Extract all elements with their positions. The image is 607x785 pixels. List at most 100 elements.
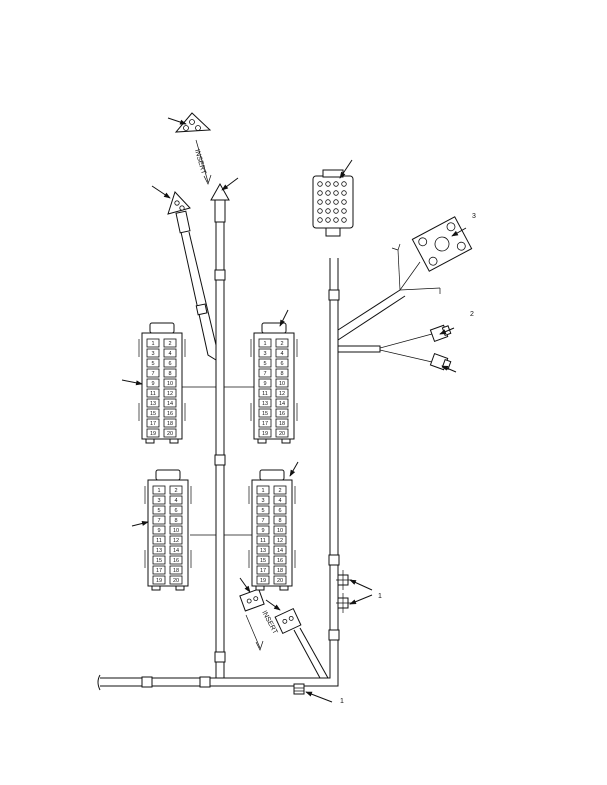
pin-label: 2: [174, 488, 177, 494]
pin-label: 11: [156, 538, 162, 544]
pin-label: 10: [173, 528, 179, 534]
insert-arrow-bottom: INSERT: [245, 610, 279, 651]
pin-label: 17: [150, 421, 156, 427]
callout-arrow: [441, 365, 457, 373]
pin-label: 8: [278, 518, 281, 524]
bottom-square-connector-right: [274, 607, 302, 635]
pin-label: 4: [280, 351, 283, 357]
insert-label-top: INSERT: [193, 149, 207, 176]
pin-label: 8: [280, 371, 283, 377]
triangle-connector-left: [167, 191, 191, 234]
pin-label: 9: [263, 381, 266, 387]
pin-label: 9: [261, 528, 264, 534]
pin-label: 3: [157, 498, 160, 504]
pin-label: 15: [150, 411, 156, 417]
pin-label: 9: [151, 381, 154, 387]
pin-label: 14: [277, 548, 283, 554]
pin-label: 20: [167, 431, 173, 437]
pin-label: 3: [263, 351, 266, 357]
callout-arrow: [265, 599, 281, 611]
pin-label: 5: [157, 508, 160, 514]
pin-label: 1: [151, 341, 154, 347]
pin-label: 20: [277, 578, 283, 584]
socket-dot: [317, 190, 323, 196]
callout-arrows: [121, 117, 467, 703]
pin-label: 19: [262, 431, 268, 437]
pin-label: 18: [173, 568, 179, 574]
callout-arrow: [289, 461, 299, 477]
pin-label: 6: [168, 361, 171, 367]
pin-label: 6: [174, 508, 177, 514]
pin-label: 16: [173, 558, 179, 564]
stud-upper: [336, 570, 352, 590]
insert-label-bottom: INSERT: [260, 610, 279, 636]
pin-label: 18: [279, 421, 285, 427]
callout-2: 2: [470, 311, 474, 318]
pin-label: 13: [156, 548, 162, 554]
pin-label: 3: [261, 498, 264, 504]
socket-dot: [317, 208, 323, 214]
pin-label: 14: [167, 401, 173, 407]
pin-label: 3: [151, 351, 154, 357]
callout-arrow: [339, 159, 353, 179]
pin-label: 12: [279, 391, 285, 397]
callout-arrow: [451, 227, 467, 237]
pin-label: 11: [150, 391, 156, 397]
pin-label: 1: [263, 341, 266, 347]
pin-label: 17: [156, 568, 162, 574]
pin-label: 9: [157, 528, 160, 534]
pin-label: 13: [150, 401, 156, 407]
triangle-connector-right: [210, 182, 230, 223]
pin-label: 2: [278, 488, 281, 494]
pin-label: 7: [263, 371, 266, 377]
pin-label: 19: [260, 578, 266, 584]
pin-label: 1: [157, 488, 160, 494]
callout-arrow: [349, 594, 373, 605]
pin-label: 4: [174, 498, 177, 504]
callout-3: 3: [472, 213, 476, 220]
socket-dot: [317, 199, 323, 205]
callout-arrow: [439, 327, 455, 335]
socket-dot: [325, 181, 331, 187]
socket-dot: [333, 181, 339, 187]
pin-label: 7: [261, 518, 264, 524]
pin-label: 7: [151, 371, 154, 377]
callout-arrow: [305, 691, 333, 703]
pin-label: 11: [260, 538, 266, 544]
top-center-connector: [312, 169, 354, 237]
pin-label: 10: [167, 381, 173, 387]
pin-label: 17: [262, 421, 268, 427]
socket-dot: [325, 199, 331, 205]
pin-label: 6: [280, 361, 283, 367]
pin-label: 8: [174, 518, 177, 524]
callout-1-lower: 1: [340, 698, 344, 705]
pin-label: 12: [277, 538, 283, 544]
pin-label: 5: [261, 508, 264, 514]
pin-label: 13: [262, 401, 268, 407]
pin-label: 20: [173, 578, 179, 584]
pin-label: 8: [168, 371, 171, 377]
pin-label: 10: [279, 381, 285, 387]
socket-dot: [341, 208, 347, 214]
callout-arrow: [151, 185, 171, 199]
bottom-grommet: [293, 683, 305, 695]
pin-label: 2: [168, 341, 171, 347]
bottom-square-connector-left: [239, 588, 265, 612]
pin-label: 16: [279, 411, 285, 417]
pin-label: 10: [277, 528, 283, 534]
callout-1-upper: 1: [378, 593, 382, 600]
pin-label: 16: [277, 558, 283, 564]
right-small-connector-upper: [429, 324, 452, 343]
pin-label: 12: [173, 538, 179, 544]
socket-dot: [333, 190, 339, 196]
socket-dot: [341, 181, 347, 187]
pin-label: 19: [150, 431, 156, 437]
insert-arrow-top: INSERT: [193, 139, 212, 185]
socket-dot: [325, 190, 331, 196]
